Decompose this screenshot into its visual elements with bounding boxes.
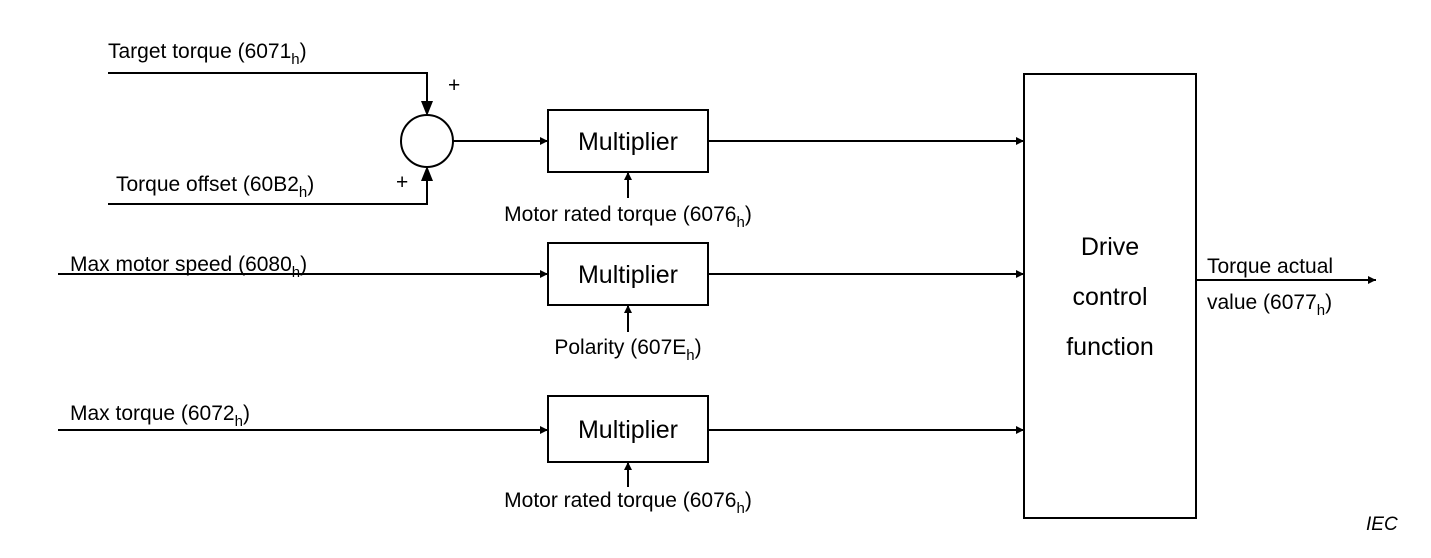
multiplier-3-label: Multiplier — [578, 416, 678, 444]
max-motor-speed-label: Max motor speed (6080h) — [70, 253, 307, 281]
drive-control-line-2: control — [1072, 283, 1147, 311]
target-torque-path — [108, 72, 433, 116]
drive-control-function-box — [1023, 73, 1197, 519]
multiplier-1-factor-label: Motor rated torque (6076h) — [504, 203, 752, 231]
output-label-line-1: Torque actual — [1207, 255, 1333, 278]
target-torque-label: Target torque (6071h) — [108, 40, 307, 68]
drive-control-line-3: function — [1066, 333, 1154, 361]
multiplier-2-label: Multiplier — [578, 261, 678, 289]
multiplier-3-factor-label: Motor rated torque (6076h) — [504, 489, 752, 517]
torque-offset-label: Torque offset (60B2h) — [116, 173, 314, 201]
torque-offset-path — [108, 166, 433, 205]
multiplier-2-factor-label: Polarity (607Eh) — [554, 336, 701, 364]
drive-control-line-1: Drive — [1081, 233, 1139, 261]
summing-junction — [400, 114, 454, 168]
multiplier-1-label: Multiplier — [578, 128, 678, 156]
sum-sign-bottom: + — [396, 171, 408, 194]
iec-watermark: IEC — [1366, 514, 1398, 535]
output-label-line-2: value (6077h) — [1207, 291, 1332, 319]
multiplier-1-box — [547, 109, 709, 173]
sum-sign-top: + — [448, 74, 460, 97]
max-torque-label: Max torque (6072h) — [70, 402, 250, 430]
